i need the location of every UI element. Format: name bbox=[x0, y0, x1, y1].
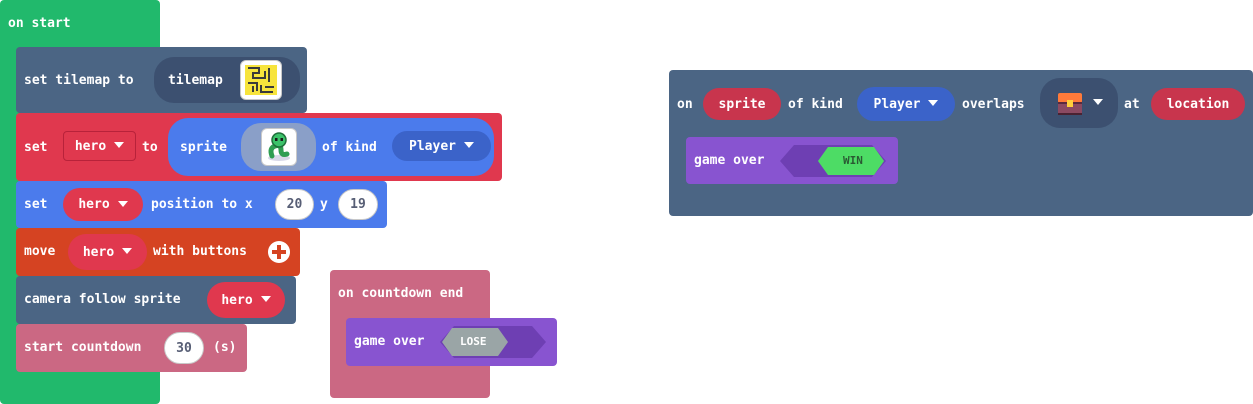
tilemap-value: tilemap bbox=[168, 72, 223, 88]
y-value-input[interactable]: 19 bbox=[338, 189, 378, 220]
on-countdown-end-label: on countdown end bbox=[338, 286, 464, 301]
sprite-image-picker[interactable] bbox=[241, 123, 316, 171]
position-to-x-label: position to x bbox=[151, 197, 253, 212]
tile-picker-dropdown[interactable] bbox=[1040, 78, 1118, 128]
start-countdown-label: start countdown bbox=[24, 340, 142, 355]
start-countdown-block[interactable]: start countdown 30 (s) bbox=[16, 324, 247, 372]
plus-circle-icon[interactable] bbox=[268, 241, 290, 263]
seconds-unit-label: (s) bbox=[213, 340, 237, 355]
set-tilemap-block[interactable]: set tilemap to tilemap bbox=[16, 47, 307, 113]
hero-variable-dropdown[interactable]: hero bbox=[63, 188, 143, 221]
sprite-kind-dropdown[interactable]: Player bbox=[392, 131, 491, 161]
camera-follow-label: camera follow sprite bbox=[24, 292, 181, 307]
hero-variable-dropdown[interactable]: hero bbox=[63, 131, 136, 161]
game-over-lose-block[interactable]: game over LOSE bbox=[346, 318, 557, 366]
of-kind-label: of kind bbox=[788, 97, 843, 112]
with-buttons-label: with buttons bbox=[153, 244, 247, 259]
game-over-label: game over bbox=[354, 334, 425, 349]
overlaps-label: overlaps bbox=[962, 97, 1025, 112]
sprite-kind-dropdown[interactable]: Player bbox=[857, 87, 955, 121]
move-with-buttons-block[interactable]: move hero with buttons bbox=[16, 228, 300, 276]
lose-boolean-slot[interactable] bbox=[440, 324, 550, 360]
win-boolean-slot[interactable] bbox=[780, 143, 890, 179]
hero-variable-dropdown[interactable]: hero bbox=[68, 234, 147, 270]
at-label: at bbox=[1124, 97, 1140, 112]
to-label: to bbox=[142, 140, 158, 155]
game-over-label: game over bbox=[694, 153, 765, 168]
move-label: move bbox=[24, 244, 56, 259]
tilemap-thumbnail-icon[interactable] bbox=[240, 60, 282, 100]
green-snake-sprite-icon bbox=[260, 128, 297, 166]
win-value: WIN bbox=[843, 154, 863, 167]
x-value-input[interactable]: 20 bbox=[275, 189, 314, 220]
hero-variable-dropdown[interactable]: hero bbox=[207, 282, 285, 318]
game-over-win-block[interactable]: game over WIN bbox=[686, 137, 898, 184]
set-sprite-block[interactable]: set hero to sprite of kind Player bbox=[16, 113, 502, 181]
set-position-block[interactable]: set hero position to x 20 y 19 bbox=[16, 181, 387, 228]
on-start-label: on start bbox=[8, 16, 71, 31]
of-kind-label: of kind bbox=[322, 140, 377, 155]
location-parameter[interactable]: location bbox=[1151, 88, 1245, 120]
set-label: set bbox=[24, 140, 48, 155]
camera-follow-block[interactable]: camera follow sprite hero bbox=[16, 276, 296, 324]
lose-value: LOSE bbox=[460, 335, 487, 348]
set-label: set bbox=[24, 197, 48, 212]
treasure-chest-tile-icon bbox=[1055, 88, 1085, 118]
y-label: y bbox=[320, 197, 328, 212]
countdown-seconds-input[interactable]: 30 bbox=[164, 332, 204, 364]
on-label: on bbox=[677, 97, 693, 112]
set-tilemap-label: set tilemap to bbox=[24, 73, 134, 88]
sprite-parameter[interactable]: sprite bbox=[703, 88, 781, 120]
